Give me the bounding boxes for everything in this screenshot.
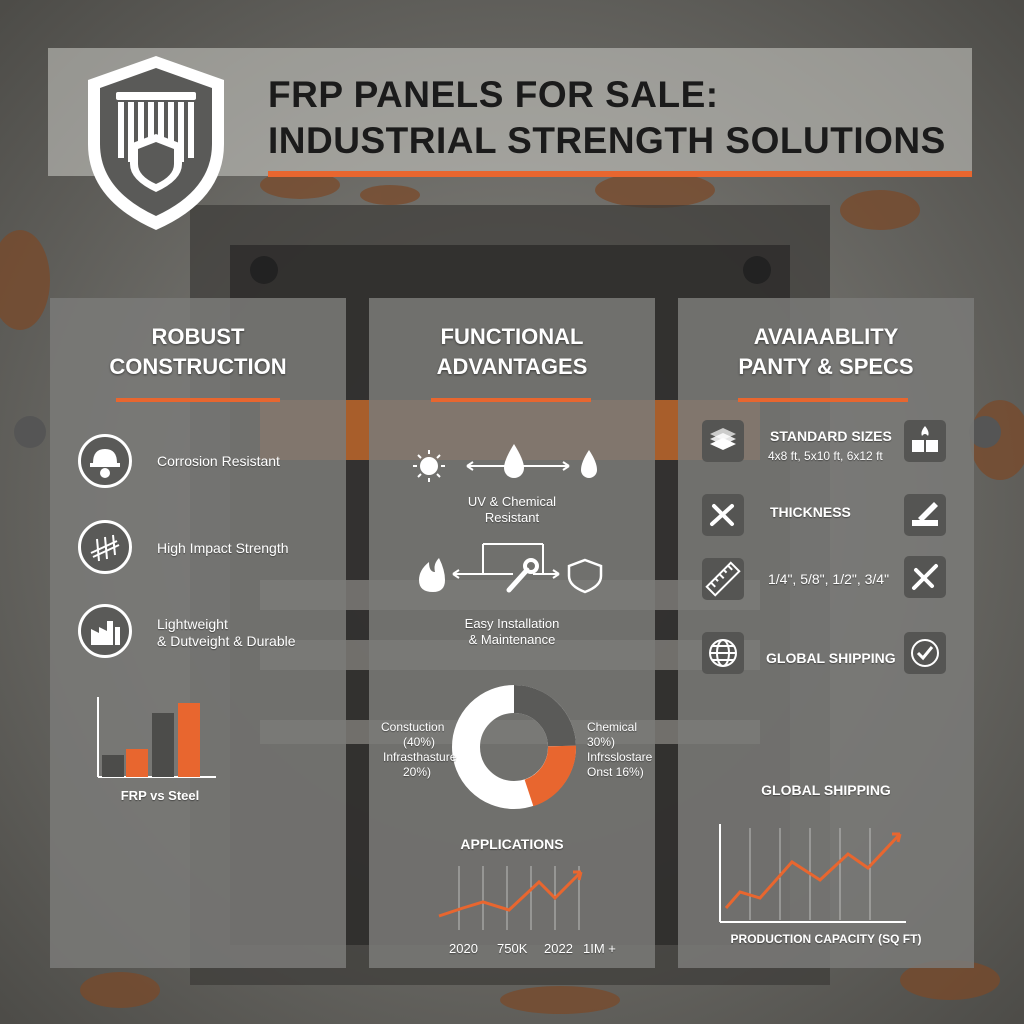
donut-slice (523, 745, 576, 807)
shield-icon (567, 558, 603, 594)
ruler-icon (702, 558, 744, 600)
panel-title-line-1: AVAIAABLITY (753, 324, 899, 349)
axis-label: 1IM + (583, 941, 616, 956)
bar (102, 755, 124, 777)
frp-vs-steel-chart (97, 697, 216, 778)
applications-line-chart (438, 866, 583, 930)
feature-label-line-1: Lightweight (157, 616, 228, 632)
axis-label: 2020 (449, 941, 478, 956)
panel-availability-specs: AVAIAABLITY PANTY & SPECS STANDARD SIZES… (678, 298, 974, 968)
flow-label-line-1: Easy Installation (464, 616, 560, 631)
water-drop-icon (581, 450, 597, 478)
donut-label-text: (40%) (403, 735, 436, 749)
bar (126, 749, 148, 777)
series-line (724, 832, 902, 909)
donut-label-text: Onst 16%) (587, 765, 644, 779)
shield-panels-icon (88, 56, 224, 230)
donut-label-left: Constuction (40%) Infrasthasture 20%) (381, 720, 456, 780)
panel-robust-construction: ROBUST CONSTRUCTION Corrosion Resistant … (50, 298, 346, 968)
panel-title-line-1: ROBUST (151, 324, 245, 349)
donut-label-right: Chemical 30%) Infrsslostare Onst 16%) (587, 720, 652, 780)
stacked-sheets-icon (702, 420, 744, 462)
series-line (438, 870, 583, 918)
panel-title-line-2: CONSTRUCTION (109, 354, 287, 379)
page-title: FRP PANELS FOR SALE: INDUSTRIAL STRENGTH… (268, 72, 968, 164)
sun-icon (413, 450, 445, 482)
flow-label-line-2: & Maintenance (468, 632, 556, 647)
fire-icon (419, 558, 445, 592)
feature-label: High Impact Strength (157, 540, 289, 556)
title-underline (268, 171, 972, 177)
panel-title-line-2: ADVANTAGES (436, 354, 588, 379)
factory-icon (78, 604, 132, 658)
donut-label-text: 30%) (587, 735, 616, 749)
spec-label: GLOBAL SHIPPING (766, 650, 896, 666)
flow-label-line-2: Resistant (484, 510, 540, 525)
axis-label: 750K (497, 941, 528, 956)
title-line-2: INDUSTRIAL STRENGTH SOLUTIONS (268, 120, 946, 161)
applications-donut-chart (452, 685, 576, 809)
donut-label-text: Infrasthasture (383, 750, 457, 764)
globe-icon (702, 632, 744, 674)
flow-label-uv: UV & Chemical Resistant (412, 494, 612, 526)
impact-lines-icon (78, 520, 132, 574)
donut-label-text: Infrsslostare (587, 750, 653, 764)
panel-title-line-1: FUNCTIONAL (440, 324, 584, 349)
clock-check-icon (904, 632, 946, 674)
wrench-icon (506, 558, 539, 593)
spec-thickness-values: 1/4", 5/8", 1/2", 3/4" (768, 571, 890, 587)
panel-underline (116, 398, 280, 402)
pen-cross-icon (904, 556, 946, 598)
bar (178, 703, 200, 777)
spec-label: STANDARD SIZES (770, 428, 892, 444)
bar (152, 713, 174, 777)
title-line-1: FRP PANELS FOR SALE: (268, 74, 719, 115)
worker-helmet-icon (78, 434, 132, 488)
fire-blocks-icon (904, 420, 946, 462)
production-capacity-chart (719, 824, 906, 923)
spec-sizes: 4x8 ft, 5x10 ft, 6x12 ft (768, 449, 883, 463)
applications-label: APPLICATIONS (460, 836, 564, 852)
panel-underline (738, 398, 908, 402)
flow-label-installation: Easy Installation & Maintenance (412, 616, 612, 648)
feature-label-line-2: & Dutveight & Durable (157, 633, 296, 649)
water-drop-icon (504, 444, 524, 478)
flow-label-line-1: UV & Chemical (467, 494, 557, 509)
panel-title: ROBUST CONSTRUCTION (50, 322, 346, 382)
donut-slice (513, 685, 576, 748)
axis-label: 2022 (544, 941, 573, 956)
panel-underline (431, 398, 591, 402)
tools-icon (702, 494, 744, 536)
panel-title: AVAIAABLITY PANTY & SPECS (678, 322, 974, 382)
feature-label: Corrosion Resistant (157, 453, 280, 469)
donut-label-text: Constuction (381, 720, 445, 734)
panel-title: FUNCTIONAL ADVANTAGES (369, 322, 655, 382)
spec-label: THICKNESS (770, 504, 851, 520)
donut-label-text: Chemical (587, 720, 638, 734)
chart-title: GLOBAL SHIPPING (761, 782, 891, 798)
chart-caption: FRP vs Steel (120, 788, 200, 803)
pencil-ruler-icon (904, 494, 946, 536)
feature-label: Lightweight & Dutveight & Durable (157, 616, 296, 650)
panel-title-line-2: PANTY & SPECS (738, 354, 914, 379)
donut-label-text: 20%) (403, 765, 432, 779)
panel-functional-advantages: FUNCTIONAL ADVANTAGES UV & Chemical Resi… (369, 298, 655, 968)
chart-caption: PRODUCTION CAPACITY (SQ FT) (730, 932, 922, 946)
installation-flow-diagram (419, 543, 603, 594)
uv-flow-diagram (413, 444, 597, 482)
